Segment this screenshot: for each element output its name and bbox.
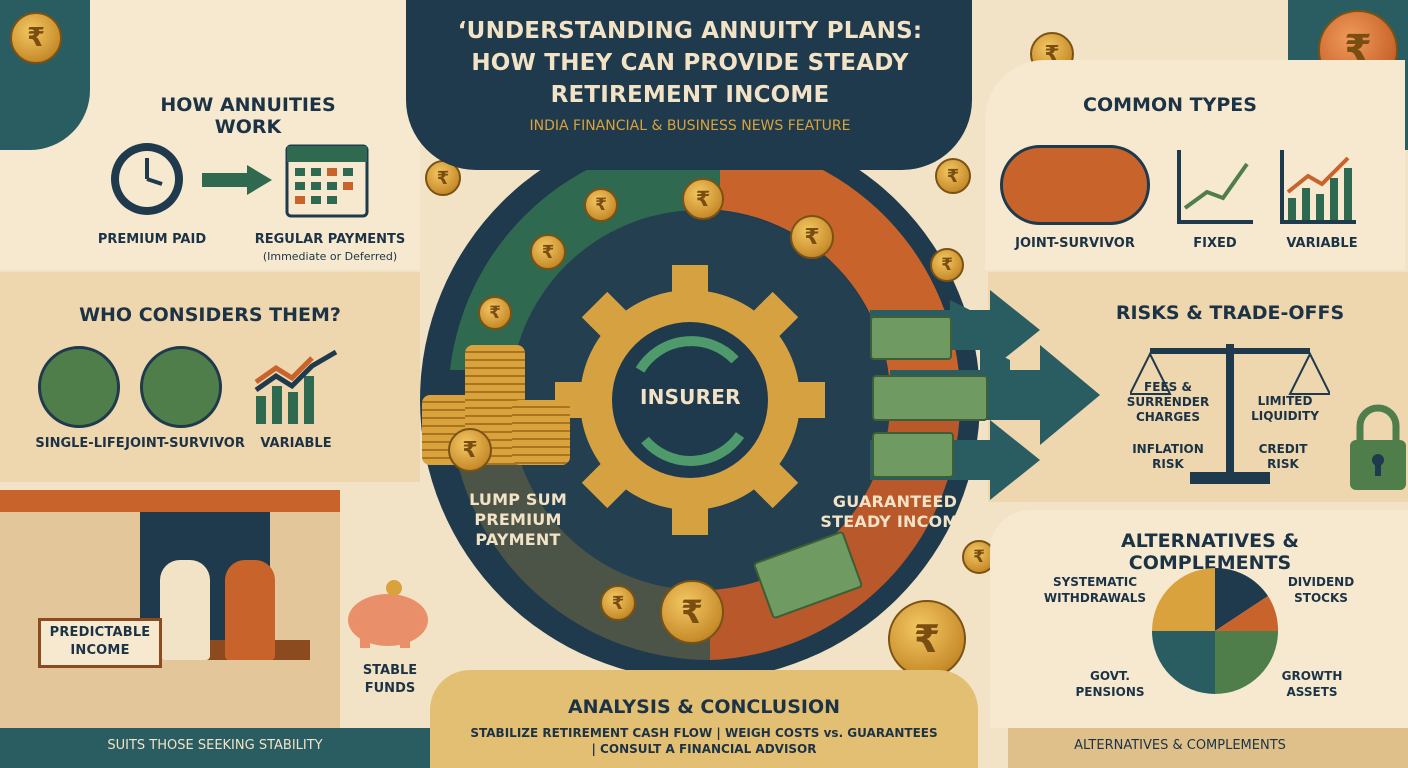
coin-icon: ₹ <box>584 188 618 222</box>
page-subtitle: INDIA FINANCIAL & BUSINESS NEWS FEATURE <box>529 118 851 134</box>
risks-heading: RISKS & TRADE-OFFS <box>1115 302 1345 324</box>
cash-bundle-2 <box>872 375 988 421</box>
cash-bundle-3 <box>872 432 954 478</box>
regular-payments-label: REGULAR PAYMENTS <box>254 232 406 247</box>
page-title-line2: HOW THEY CAN PROVIDE STEADY <box>471 50 909 76</box>
gold-lower <box>450 410 710 661</box>
scale-icon <box>1130 344 1330 484</box>
piggy-bank-icon <box>348 580 428 648</box>
coin-icon: ₹ <box>930 248 964 282</box>
risk-inflation: INFLATION RISK <box>1132 442 1204 471</box>
header-banner <box>406 0 972 170</box>
analysis-heading: ANALYSIS & CONCLUSION <box>567 696 841 718</box>
analysis-line1: STABILIZE RETIREMENT CASH FLOW | WEIGH C… <box>470 726 938 740</box>
coin-stack-right <box>512 400 570 465</box>
premium-paid-label: PREMIUM PAID <box>97 232 207 247</box>
type-joint-survivor: JOINT-SURVIVOR <box>1015 236 1135 251</box>
risk-fees: FEES & SURRENDER CHARGES <box>1126 380 1210 424</box>
alt-systematic: SYSTEMATIC WITHDRAWALS <box>1043 575 1147 605</box>
common-types-heading: COMMON TYPES <box>1083 94 1257 116</box>
avatar-single-life <box>38 346 120 428</box>
lump-sum-label: LUMP SUM PREMIUM PAYMENT <box>469 490 567 549</box>
risk-liquidity: LIMITED LIQUIDITY <box>1251 394 1319 423</box>
coin-icon: ₹ <box>888 600 966 678</box>
arrow-right-icon <box>202 165 272 195</box>
type-variable: VARIABLE <box>1286 236 1358 251</box>
alternatives-footer-text: ALTERNATIVES & COMPLEMENTS <box>1074 738 1286 753</box>
risk-credit: CREDIT RISK <box>1258 442 1308 471</box>
coin-icon: ₹ <box>790 215 834 259</box>
calendar-icon <box>285 144 369 218</box>
gear-icon <box>555 265 825 535</box>
coin-icon: ₹ <box>10 12 62 64</box>
lock-icon <box>1350 404 1406 490</box>
porch-footer-text: SUITS THOSE SEEKING STABILITY <box>107 738 323 753</box>
bottom-left-footer-band <box>0 728 430 768</box>
avatar-joint-survivor-types <box>1000 145 1150 225</box>
person-man <box>160 560 210 660</box>
green-arc <box>450 139 720 370</box>
person-woman <box>225 560 275 660</box>
who-item-joint-survivor: JOINT-SURVIVOR <box>125 436 245 451</box>
stable-funds-label: STABLE FUNDS <box>362 663 418 696</box>
alt-govt: GOVT. PENSIONS <box>1075 669 1145 699</box>
gear-label: INSURER <box>640 385 741 409</box>
variable-chart-icon <box>1280 150 1356 224</box>
alt-growth: GROWTH ASSETS <box>1281 669 1343 699</box>
coin-icon: ₹ <box>600 585 636 621</box>
type-fixed: FIXED <box>1193 236 1237 251</box>
coin-icon: ₹ <box>530 234 566 270</box>
who-item-single-life: SINGLE-LIFE <box>35 436 125 451</box>
page-title-line3: RETIREMENT INCOME <box>550 82 830 108</box>
predictable-income-sign <box>38 618 162 668</box>
analysis-line2: | CONSULT A FINANCIAL ADVISOR <box>591 742 817 756</box>
regular-payments-note: (Immediate or Deferred) <box>262 250 398 263</box>
page-title-line1: ‘UNDERSTANDING ANNUITY PLANS: <box>457 18 923 44</box>
analysis-panel <box>430 670 978 768</box>
clock-icon <box>111 143 183 215</box>
cash-bundle-1 <box>870 316 952 360</box>
growth-chart-icon <box>254 349 338 424</box>
predictable-income-text: PREDICTABLE INCOME <box>49 625 151 658</box>
how-annuities-heading: HOW ANNUITIES WORK <box>160 94 336 138</box>
bottom-right-footer-band <box>1008 728 1408 768</box>
porch-roof <box>0 490 340 512</box>
avatar-joint-survivor <box>140 346 222 428</box>
guaranteed-income-label: GUARANTEED STEADY INCOME <box>820 492 970 531</box>
coin-icon: ₹ <box>478 296 512 330</box>
who-considers-heading: WHO CONSIDERS THEM? <box>79 304 341 326</box>
coin-icon: ₹ <box>682 178 724 220</box>
coin-icon: ₹ <box>448 428 492 472</box>
alternatives-pie <box>1152 567 1279 694</box>
fixed-chart-icon <box>1177 150 1253 224</box>
alternatives-heading: ALTERNATIVES & COMPLEMENTS <box>1121 530 1299 574</box>
alt-dividend: DIVIDEND STOCKS <box>1287 575 1355 605</box>
who-item-variable: VARIABLE <box>260 436 332 451</box>
coin-icon: ₹ <box>935 158 971 194</box>
coin-icon: ₹ <box>660 580 724 644</box>
